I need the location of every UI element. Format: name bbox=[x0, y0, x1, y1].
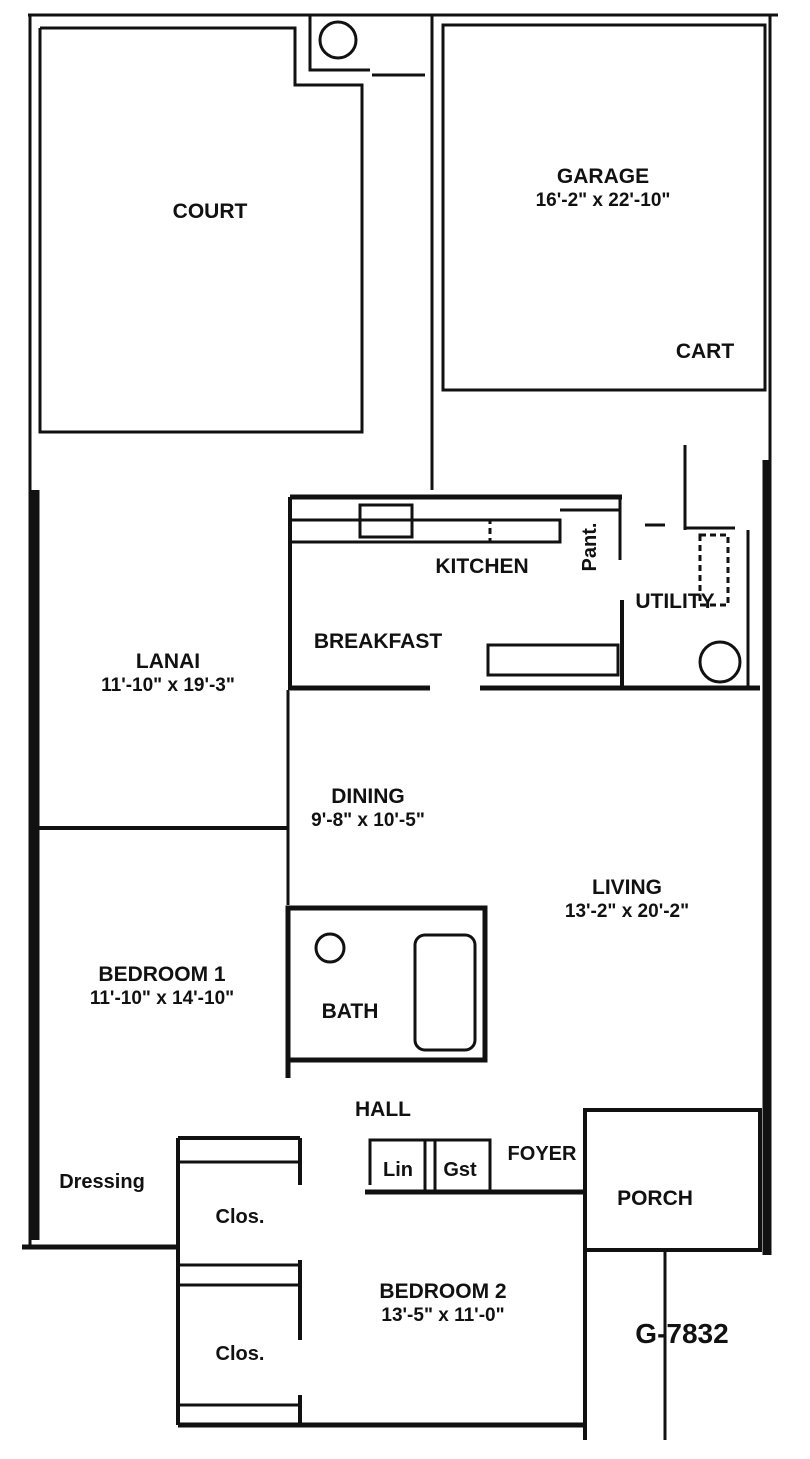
room-pantry: Pant. bbox=[578, 523, 602, 572]
room-name: PORCH bbox=[617, 1187, 693, 1210]
room-name: HALL bbox=[355, 1098, 411, 1121]
room-bath: BATH bbox=[322, 1000, 379, 1024]
room-name: KITCHEN bbox=[435, 555, 529, 578]
room-name: LIVING bbox=[591, 876, 663, 899]
room-name: Dressing bbox=[59, 1171, 145, 1193]
room-name: BREAKFAST bbox=[313, 630, 443, 653]
room-name: DINING bbox=[331, 785, 405, 808]
room-name: Clos. bbox=[215, 1343, 265, 1365]
room-name: UTILITY bbox=[635, 590, 715, 613]
room-linen: Lin bbox=[383, 1158, 413, 1182]
room-utility: UTILITY bbox=[635, 590, 714, 614]
plan-code: G-7832 bbox=[635, 1318, 729, 1349]
room-name: Gst bbox=[443, 1159, 477, 1181]
room-porch: PORCH bbox=[617, 1187, 693, 1211]
room-dressing: Dressing bbox=[59, 1170, 145, 1194]
room-name: CART bbox=[675, 340, 735, 363]
room-name: BEDROOM 1 bbox=[98, 963, 226, 986]
room-hall: HALL bbox=[355, 1098, 411, 1122]
room-name: Lin bbox=[383, 1159, 413, 1181]
room-name: Clos. bbox=[215, 1206, 265, 1228]
room-closet-1: Clos. bbox=[216, 1205, 265, 1229]
room-dims: 16'-2" x 22'-10" bbox=[535, 190, 671, 211]
room-dims: 13'-5" x 11'-0" bbox=[381, 1305, 505, 1326]
room-name: BEDROOM 2 bbox=[379, 1280, 507, 1303]
room-name: COURT bbox=[172, 200, 248, 223]
room-name: FOYER bbox=[507, 1143, 577, 1165]
room-foyer: FOYER bbox=[508, 1142, 577, 1166]
room-dims: 11'-10" x 19'-3" bbox=[101, 675, 235, 696]
room-name: BATH bbox=[321, 1000, 379, 1023]
room-breakfast: BREAKFAST bbox=[314, 630, 442, 654]
room-closet-2: Clos. bbox=[216, 1342, 265, 1366]
room-guest-closet: Gst bbox=[443, 1158, 476, 1182]
room-court: COURT bbox=[173, 200, 248, 224]
room-dims: 11'-10" x 14'-10" bbox=[89, 988, 235, 1009]
room-dims: 13'-2" x 20'-2" bbox=[564, 901, 690, 922]
room-name: GARAGE bbox=[556, 165, 650, 188]
room-cart: CART bbox=[676, 340, 734, 364]
room-kitchen: KITCHEN bbox=[435, 555, 528, 579]
room-dims: 9'-8" x 10'-5" bbox=[311, 810, 425, 831]
room-name: Pant. bbox=[579, 522, 601, 572]
room-name: LANAI bbox=[135, 650, 201, 673]
